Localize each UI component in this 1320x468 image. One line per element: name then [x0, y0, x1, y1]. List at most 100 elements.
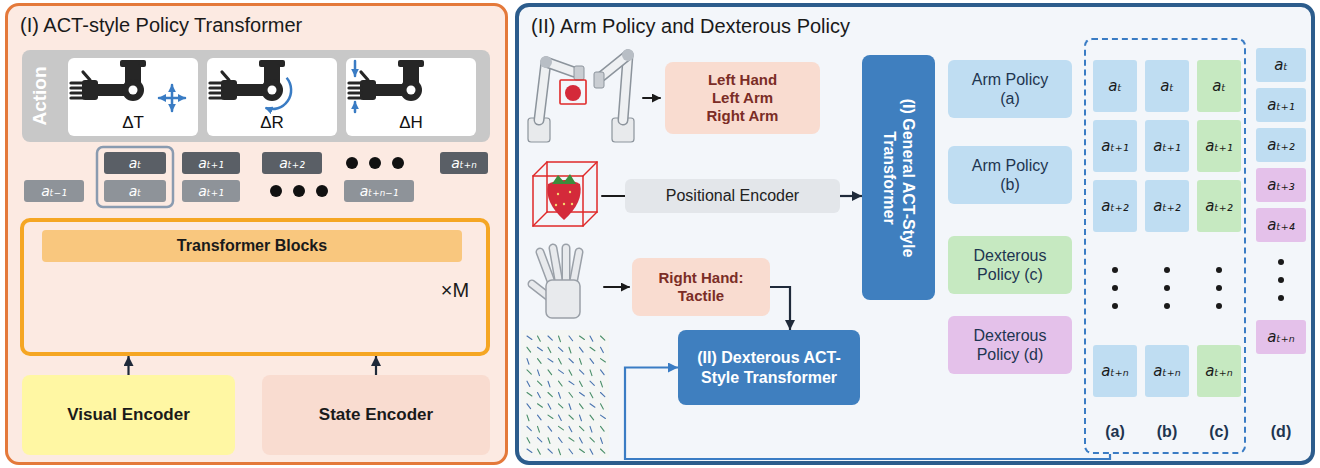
tactile-vector [601, 404, 604, 409]
ellipsis-dot [1278, 277, 1284, 283]
connector [840, 195, 862, 197]
tactile-vector [580, 426, 584, 430]
tactile-vector [559, 393, 561, 399]
node-text: aₜ₊ₙ [1153, 362, 1181, 380]
chunk-group: (a)(b)(c)aₜaₜ₊₁aₜ₊₂aₜ₊ₙaₜaₜ₊₁aₜ₊₂aₜ₊ₙaₜa… [1084, 38, 1246, 454]
robot-joint [122, 79, 144, 101]
tactile-vector [538, 381, 542, 385]
robot-joint [261, 79, 283, 101]
node-text: aₜ₊₂ [1101, 197, 1129, 215]
connector [127, 356, 129, 375]
node-text: Arm Policy (a) [960, 70, 1060, 108]
input-arrow [604, 286, 629, 288]
tactile-vector [527, 347, 531, 352]
tactile-vector [548, 404, 551, 409]
action-token: aₜ₊₁ [182, 152, 240, 174]
tactile-vector [569, 370, 572, 375]
input-box: Right Hand: Tactile [632, 258, 770, 316]
robot-finger [210, 81, 222, 84]
robot-finger [349, 96, 361, 99]
tactile-vector [538, 415, 542, 420]
action-token: aₜ₊₁ [1256, 88, 1306, 122]
tactile-vector [580, 393, 585, 396]
action-icon-box: ΔT [68, 58, 198, 136]
action-token: aₜ₊₄ [1256, 208, 1306, 242]
rotate-arrow [266, 78, 292, 109]
tactile-vector [548, 336, 552, 340]
node-text: aₜ₋₁ [41, 183, 67, 200]
robot-finger [210, 91, 222, 94]
tactile-vector [590, 404, 595, 407]
action-icon-box: ΔH [346, 58, 476, 136]
node-text: Dexterous Policy (c) [960, 246, 1060, 284]
node-text: (II) Arm Policy and Dexterous Policy [531, 14, 850, 38]
gripper [574, 66, 584, 80]
ellipsis-dot [293, 185, 305, 197]
encoder-box: State Encoder [262, 375, 490, 455]
action-token: aₜ [104, 152, 166, 174]
policy-box: Arm Policy (a) [948, 60, 1072, 118]
action-token: aₜ₊ₙ [440, 152, 488, 174]
node-text: aₜ₊ₙ [1205, 362, 1233, 380]
encoder-box: Positional Encoder [625, 179, 840, 213]
tactile-vector [580, 438, 583, 443]
object-box [560, 80, 586, 104]
robot-joint [400, 79, 422, 101]
node-text: aₜ₊₃ [1267, 176, 1295, 194]
node-text: aₜ₊₁ [1205, 137, 1233, 155]
policy-box: Arm Policy (b) [948, 146, 1072, 204]
robot-thumb [361, 72, 368, 80]
tactile-vector [559, 336, 561, 342]
ellipsis-dot [346, 157, 358, 169]
node-text: Transformer Blocks [177, 236, 327, 255]
robot-finger [349, 91, 361, 94]
action-token: aₜ₊ₙ [1093, 345, 1137, 397]
tactile-vector [548, 415, 553, 418]
panel: (II) Arm Policy and Dexterous PolicyLeft… [515, 3, 1315, 465]
tactile-vector [590, 336, 593, 341]
tactile-vector [548, 370, 552, 375]
hand-palm [546, 280, 580, 318]
tactile-vector [559, 449, 561, 455]
tactile-vector [601, 393, 605, 397]
tactile-vector [527, 381, 530, 386]
tactile-vector [580, 336, 585, 339]
panel: (I) ACT-style Policy TransformerActionΔT… [5, 3, 508, 465]
arm-link [539, 62, 546, 120]
tactile-vector [601, 359, 606, 362]
tactile-vector [601, 449, 605, 453]
action-token: aₜ₊₂ [1145, 180, 1189, 232]
node-text: ΔT [122, 113, 144, 133]
tactile-vector [569, 449, 573, 454]
node-text: Left Hand Left Arm Right Arm [695, 71, 790, 125]
tactile-vector [580, 359, 582, 365]
ellipsis-dot [1216, 267, 1222, 273]
seed [571, 203, 573, 205]
seed [557, 193, 559, 195]
tactile-vector [548, 381, 550, 387]
input-box: Left Hand Left Arm Right Arm [665, 62, 820, 134]
tactile-vector [527, 438, 530, 443]
action-token: aₜ [1197, 60, 1241, 112]
node-text: aₜ [129, 155, 142, 172]
robot-joint [268, 86, 277, 95]
tactile-vector [601, 347, 604, 352]
node-text: aₜ [1212, 77, 1226, 95]
node-text: aₜ₊₁ [198, 155, 224, 172]
robot-finger [349, 86, 361, 89]
tactile-vector [548, 426, 552, 431]
node-text: aₜ [1108, 77, 1122, 95]
ellipsis-dot [369, 157, 381, 169]
tactile-vector [590, 393, 593, 398]
panel-ground [515, 3, 1315, 465]
action-token: aₜ₊₂ [262, 152, 322, 174]
tactile-vector [527, 336, 532, 339]
tactile-vector [527, 404, 531, 409]
node-text: Visual Encoder [67, 405, 190, 425]
action-token: aₜ₊ₙ [1256, 320, 1306, 354]
tactile-vector [601, 370, 605, 375]
tactile-vector [527, 393, 532, 396]
node-text: aₜ₊₁ [1267, 96, 1295, 114]
tactile-vector [527, 370, 531, 374]
icon-box-ground [68, 58, 198, 136]
